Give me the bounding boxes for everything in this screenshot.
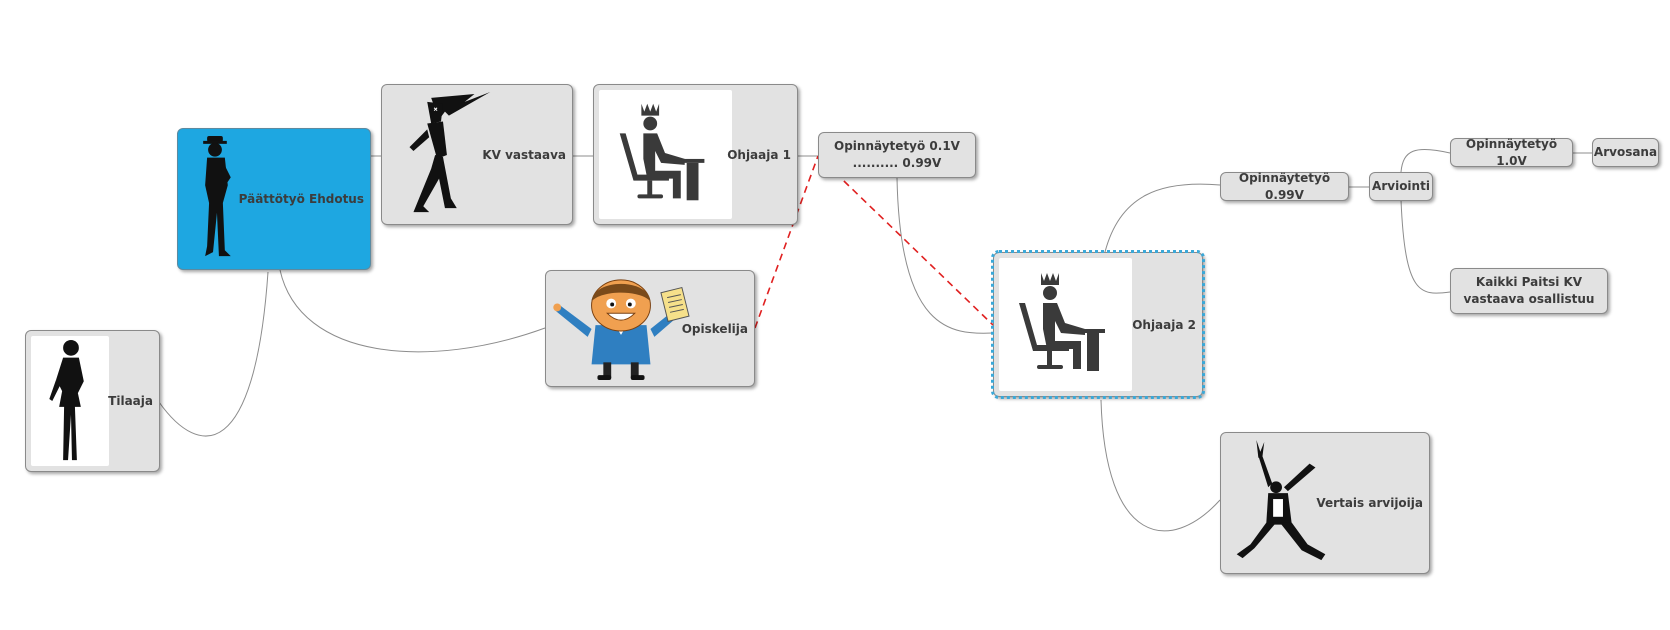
link-arviointi-10 xyxy=(1400,148,1451,173)
node-label: KV vastaava xyxy=(482,147,566,162)
king-at-desk-icon xyxy=(999,258,1132,391)
node-opinnaytetyo-01v[interactable]: Opinnäytetyö 0.1V .......... 0.99V xyxy=(818,132,976,178)
dashed-link-opiskelija xyxy=(754,155,819,329)
node-tilaaja[interactable]: Tilaaja xyxy=(25,330,160,472)
link-paattotyo-opiskelija xyxy=(279,269,546,353)
label-line-2: vastaava osallistuu xyxy=(1463,292,1595,306)
link-opinnaytetyo-ohjaaja2 xyxy=(896,177,994,334)
node-opinnaytetyo-10v[interactable]: Opinnäytetyö 1.0V xyxy=(1450,136,1573,168)
node-arviointi[interactable]: Arviointi xyxy=(1369,172,1433,201)
node-opiskelija[interactable]: Opiskelija xyxy=(545,270,755,387)
link-ohjaaja2-vertais xyxy=(1100,399,1221,532)
node-label: Vertais arvijoija xyxy=(1316,496,1423,510)
node-ohjaaja-2[interactable]: Ohjaaja 2 xyxy=(991,250,1205,399)
node-kv-vastaava[interactable]: KV vastaava xyxy=(381,84,573,225)
node-label: Ohjaaja 2 xyxy=(1132,317,1196,332)
node-label: Ohjaaja 1 xyxy=(727,147,791,162)
node-kaikki-paitsi-kv[interactable]: Kaikki Paitsi KV vastaava osallistuu xyxy=(1450,268,1608,314)
node-arvosana[interactable]: Arvosana xyxy=(1592,138,1659,167)
pointing-figure-icon xyxy=(387,90,497,219)
link-tilaaja-paattotyo xyxy=(158,271,269,437)
node-label: Arviointi xyxy=(1372,179,1430,193)
node-ohjaaja-1[interactable]: Ohjaaja 1 xyxy=(593,84,798,225)
node-vertais-arvijoija[interactable]: Vertais arvijoija xyxy=(1220,432,1430,574)
node-label: Arvosana xyxy=(1593,145,1658,159)
link-arviointi-kaikki xyxy=(1400,199,1451,294)
label-line-2: .......... 0.99V xyxy=(852,156,942,170)
cartoon-student-icon xyxy=(551,276,691,381)
dashed-link-ohjaaja2 xyxy=(817,155,994,326)
jumping-figure-icon xyxy=(1226,438,1336,568)
node-label: Tilaaja xyxy=(108,394,153,408)
link-ohjaaja2-opinnaytetyo099 xyxy=(1104,183,1221,253)
node-label: Opinnäytetyö 0.1V .......... 0.99V xyxy=(819,138,975,172)
node-paattotyo-ehdotus[interactable]: Päättötyö Ehdotus xyxy=(177,128,371,270)
node-label: Opiskelija xyxy=(681,321,748,336)
king-at-desk-icon xyxy=(599,90,732,219)
man-hat-silhouette-icon xyxy=(183,134,245,264)
node-label: Opinnäytetyö 0.99V xyxy=(1238,170,1331,202)
label-line-1: Kaikki Paitsi KV xyxy=(1475,275,1583,289)
node-label: Kaikki Paitsi KV vastaava osallistuu xyxy=(1451,274,1607,308)
woman-silhouette-icon xyxy=(31,336,109,466)
label-line-1: Opinnäytetyö 0.1V xyxy=(834,139,960,153)
node-label: Opinnäytetyö 1.0V xyxy=(1465,136,1558,168)
node-label: Päättötyö Ehdotus xyxy=(238,192,364,206)
node-opinnaytetyo-099v[interactable]: Opinnäytetyö 0.99V xyxy=(1220,170,1349,202)
